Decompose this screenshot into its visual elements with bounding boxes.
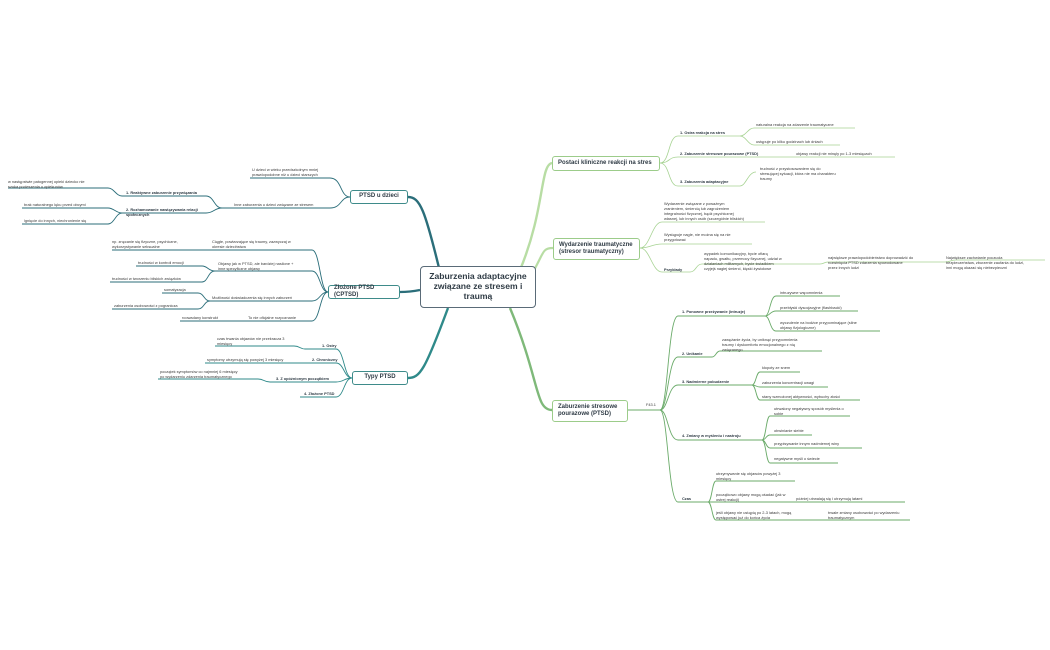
branch-to-cptsd	[399, 288, 421, 294]
typy-t4[interactable]: 4. Złożone PTSD	[304, 391, 335, 396]
ptsd-p2-1[interactable]: zawężanie życia, by uniknąć przypomnieni…	[722, 337, 798, 352]
topic-wydarzenie[interactable]: Wydarzenie traumatyczne (stresor traumat…	[553, 238, 640, 260]
branch-to-ptsd	[508, 307, 553, 412]
ptsd-p1-2[interactable]: przebłyski dysocjacyjne (flashbacki)	[780, 305, 842, 310]
dzieci-wiek[interactable]: U dzieci w wieku przedszkolnym mniej pra…	[252, 167, 319, 177]
topic-cptsd[interactable]: Złożone PTSD (CPTSD)	[328, 285, 400, 299]
ptsd-p3-1[interactable]: kłopoty ze snem	[762, 365, 791, 370]
cptsd-objawy-2[interactable]: trudności w tworzeniu bliskich związków	[112, 276, 181, 281]
cptsd-oficjalne-1[interactable]: roowadany konstrukt	[182, 315, 218, 320]
wydarzenie-przyklady-1[interactable]: wypadek komunikacyjny, bycie ofiarą napa…	[704, 251, 782, 271]
postaci-ostra-2[interactable]: ustępuje po kilku godzinach lub dniach	[756, 139, 823, 144]
ptsd-p1-1[interactable]: intruzywne wspomnienia	[780, 290, 823, 295]
postaci-zsp[interactable]: 2. Zaburzenie stresowe pourazowe (PTSD)	[680, 151, 759, 156]
ptsd-czas-2a[interactable]: później utrwalają się i utrzymują latami	[796, 496, 863, 501]
ptsd-czas-2[interactable]: początkowo objawy mogą ośadać (jak w ost…	[716, 492, 786, 502]
ptsd-p4-3[interactable]: przypisywanie innym nadmiernej winy	[774, 441, 840, 446]
ptsd-p4-4[interactable]: negatywne myśli o świecie	[774, 456, 820, 461]
cptsd-oficjalne[interactable]: To nie oficjalne rozpoznanie	[248, 315, 297, 320]
ptsd-p4-2[interactable]: obwinianie siebie	[774, 428, 804, 433]
cptsd-mozliwosc[interactable]: Możliwość doświadczenia się innych zabur…	[212, 295, 293, 300]
ptsd-p4-1[interactable]: utrwalony negatywny sposób myślenia o so…	[774, 406, 844, 416]
dzieci-r2[interactable]: 2. Rozhamowanie nawiązywania relacji spo…	[126, 207, 198, 217]
ptsd-czas-3[interactable]: jeśli objawy nie ustąpią po 2-3 latach, …	[716, 510, 792, 520]
wydarzenie-przyklady-2[interactable]: największe prawdopodobieństwo doprowadzi…	[828, 255, 914, 270]
ptsd-p1[interactable]: 1. Ponowne przeżywanie (intruzje)	[682, 309, 746, 314]
ptsd-p3-2[interactable]: zaburzenia koncentracji uwagi	[762, 380, 815, 385]
branch-to-dzieci	[407, 195, 442, 273]
dzieci-r1[interactable]: 1. Reaktywne zaburzenie przywiązania	[126, 190, 197, 195]
ptsd-czas-1[interactable]: utrzymywanie się objawów powyżej 3 miesi…	[716, 471, 781, 481]
root-topic[interactable]: Zaburzenia adaptacyjne związane ze stres…	[420, 266, 536, 308]
branch-to-typy	[407, 307, 450, 380]
cptsd-mozliwosc-2[interactable]: zaburzenia osobowości z pogranicza	[114, 303, 178, 308]
postaci-ostra-1[interactable]: naturalna reakcja na zdarzenie traumatyc…	[756, 122, 834, 127]
typy-t3[interactable]: 3. Z opóźnionym początkiem	[276, 376, 329, 381]
dzieci-r2-2[interactable]: lgnięcie do innych, niechronienie się	[24, 218, 87, 223]
ptsd-p2[interactable]: 2. Unikanie	[682, 351, 703, 356]
cptsd-mozliwosc-1[interactable]: somatyzacja	[164, 287, 186, 292]
postaci-zsp-1[interactable]: objawy reakcji nie minęły po 1-3 miesiąc…	[796, 151, 872, 156]
topic-dzieci[interactable]: PTSD u dzieci	[350, 190, 408, 204]
typy-t3-1[interactable]: początek symptomów co najmniej 6 miesięc…	[160, 369, 238, 379]
cptsd-objawy[interactable]: Objawy jak w PTSD, ale bardziej nasilone…	[218, 261, 294, 271]
cptsd-objawy-1[interactable]: trudności w kontroli emocji	[138, 260, 184, 265]
cptsd-ciagle[interactable]: Ciągłe, powtarzające się traumy, zazwycz…	[212, 239, 291, 249]
typy-t1-1[interactable]: czas trwania objawów nie przekracza 3 mi…	[217, 336, 285, 346]
branch-to-postaci	[518, 161, 553, 271]
dzieci-r1-1[interactable]: w następstwie patogennej opieki dziecko …	[8, 179, 85, 189]
topic-ptsd[interactable]: Zaburzenie stresowe pourazowe (PTSD)	[552, 400, 628, 422]
topic-typy[interactable]: Typy PTSD	[352, 371, 408, 385]
postaci-zab-1[interactable]: trudność z przystosowaniem się do stresu…	[760, 166, 836, 181]
wydarzenie-przyklady-3[interactable]: Największe zachwianie poczucia bezpiecze…	[946, 255, 1025, 270]
cptsd-ciagle-1[interactable]: np. znęcanie się fizyczne, psychiczne, w…	[112, 239, 178, 249]
wydarzenie-przyklady[interactable]: Przykłady	[664, 267, 683, 272]
wydarzenie-doc[interactable]: Wystąpuje nagle, nie można się na nie pr…	[664, 232, 731, 242]
postaci-zab[interactable]: 3. Zaburzenia adaptacyjne	[680, 179, 729, 184]
ptsd-czas[interactable]: Czas	[682, 496, 692, 501]
ptsd-czas-3a[interactable]: trwałe zmiany osobowości po wydarzeniu t…	[828, 510, 900, 520]
ptsd-p3[interactable]: 3. Nadmierne pobudzenie	[682, 379, 730, 384]
dzieci-inne[interactable]: Inne zaburzenia u dzieci związane ze str…	[234, 202, 314, 207]
wydarzenie-def[interactable]: Wydarzenie związane z poważnym zranienie…	[664, 201, 745, 221]
postaci-ostra[interactable]: 1. Ostra reakcja na stres	[680, 130, 725, 135]
typy-t2-1[interactable]: symptomy utrzymują się powyżej 3 miesięc…	[207, 357, 284, 362]
typy-t1[interactable]: 1. Ostry	[322, 343, 337, 348]
ptsd-f431: F43.1	[646, 402, 656, 407]
dzieci-r2-1[interactable]: brak naturalnego lęku przed obcymi	[24, 202, 86, 207]
ptsd-p3-3[interactable]: stany wzmożonej aktywności, wybuchy złoś…	[762, 394, 841, 399]
topic-postaci[interactable]: Postaci kliniczne reakcji na stres	[552, 156, 660, 171]
ptsd-p4[interactable]: 4. Zmiany w myśleniu i nastroju	[682, 433, 741, 438]
ptsd-p1-3[interactable]: wyczulenie na bodźce przypominające (sil…	[780, 320, 857, 330]
typy-t2[interactable]: 2. Chroniczny	[312, 357, 338, 362]
